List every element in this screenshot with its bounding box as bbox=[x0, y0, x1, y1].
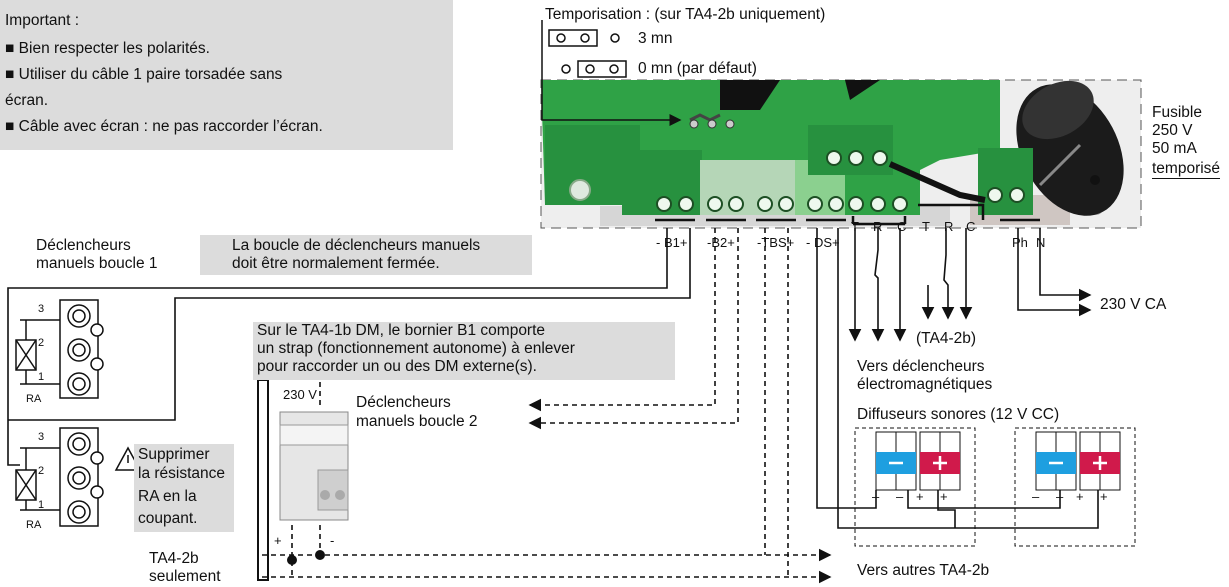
warn-loop-line1: La boucle de déclencheurs manuels bbox=[232, 237, 481, 254]
sounder1-minus-b: – bbox=[896, 489, 904, 504]
tempo-option-0mn: 0 mn (par défaut) bbox=[638, 60, 757, 77]
supprimer-1: Supprimer bbox=[138, 446, 210, 463]
loop2-label-1: Déclencheurs bbox=[356, 394, 451, 411]
din-module-icon bbox=[257, 379, 349, 581]
sounders bbox=[854, 427, 1136, 547]
sounder2-plus-a: + bbox=[1076, 489, 1084, 504]
warn-loop-note bbox=[200, 235, 532, 275]
strap-line1: Sur le TA4-1b DM, le bornier B1 comporte bbox=[257, 322, 546, 339]
module-minus: - bbox=[330, 533, 335, 548]
important-title: Important : bbox=[5, 12, 80, 29]
terminal-r1: R bbox=[873, 219, 883, 234]
terminal-n: N bbox=[1036, 235, 1046, 250]
strap-line2: un strap (fonctionnement autonome) à enl… bbox=[257, 340, 575, 357]
ta42b-only-1: TA4-2b bbox=[149, 550, 199, 567]
supprimer-2: la résistance bbox=[138, 465, 226, 482]
loop1-label-1: Déclencheurs bbox=[36, 237, 131, 254]
tempo-option-3mn: 3 mn bbox=[638, 30, 673, 47]
ta42b-only-2: seulement bbox=[149, 568, 221, 585]
sounder1-minus-a: – bbox=[872, 489, 880, 504]
sounder2-minus-b: – bbox=[1056, 489, 1064, 504]
seq-3a: 3 bbox=[38, 303, 45, 315]
warn-loop-line2: doit être normalement fermée. bbox=[232, 255, 440, 272]
vers-autres-label: Vers autres TA4-2b bbox=[857, 562, 990, 579]
wiring bbox=[7, 228, 1099, 529]
ra-label-2: RA bbox=[26, 519, 42, 531]
important-line2a: ■ Utiliser du câble 1 paire torsadée san… bbox=[5, 66, 283, 83]
important-note bbox=[0, 0, 453, 150]
sounder2-plus-b: + bbox=[1100, 489, 1108, 504]
seq-1b: 1 bbox=[38, 499, 45, 511]
ra-label-1: RA bbox=[26, 393, 42, 405]
terminal-ph: Ph bbox=[1012, 235, 1028, 250]
terminal-t1: T bbox=[851, 219, 859, 234]
tempo-title: Temporisation : (sur TA4-2b uniquement) bbox=[545, 6, 826, 23]
strap-note bbox=[253, 322, 675, 380]
fuse-label-1: Fusible bbox=[1152, 104, 1202, 121]
fuse-label-3: 50 mA bbox=[1152, 140, 1197, 157]
seq-2a: 2 bbox=[38, 337, 45, 349]
supprimer-3: RA en la bbox=[138, 488, 197, 505]
v230-label: 230 V bbox=[283, 387, 317, 402]
fuse-label-2: 250 V bbox=[1152, 122, 1193, 139]
sounder1-plus-b: + bbox=[940, 489, 948, 504]
terminal-ds: - DS+ bbox=[806, 235, 840, 250]
terminal-b2: -B2+ bbox=[707, 235, 735, 250]
strap-line3: pour raccorder un ou des DM externe(s). bbox=[257, 358, 537, 375]
loop2-label-2: manuels boucle 2 bbox=[356, 413, 478, 430]
loop-terminals bbox=[15, 299, 104, 527]
terminal-blocks bbox=[622, 113, 1040, 226]
terminal-c2: C bbox=[966, 219, 976, 234]
mains-label: 230 V CA bbox=[1100, 296, 1167, 313]
tempo-jumpers bbox=[541, 20, 682, 126]
important-line2b: écran. bbox=[5, 92, 49, 109]
sounder1-plus-a: + bbox=[916, 489, 924, 504]
terminal-t2: T bbox=[922, 219, 930, 234]
diffuseurs-label: Diffuseurs sonores (12 V CC) bbox=[857, 406, 1060, 423]
supprimer-note bbox=[134, 444, 234, 532]
sounder2-minus-a: – bbox=[1032, 489, 1040, 504]
vers-decl-1: Vers déclencheurs bbox=[857, 358, 985, 375]
dashed-wiring bbox=[262, 228, 832, 584]
terminal-b1: - B1+ bbox=[656, 235, 688, 250]
seq-2b: 2 bbox=[38, 465, 45, 477]
fuse-icon bbox=[1016, 80, 1124, 216]
loop1-label-2: manuels boucle 1 bbox=[36, 255, 158, 272]
important-line1: ■ Bien respecter les polarités. bbox=[5, 40, 210, 57]
ta42b-paren: (TA4-2b) bbox=[916, 330, 977, 347]
important-line3: ■ Câble avec écran : ne pas raccorder l’… bbox=[5, 118, 323, 135]
seq-1a: 1 bbox=[38, 371, 45, 383]
terminal-r2: R bbox=[944, 219, 954, 234]
supprimer-4: coupant. bbox=[138, 510, 198, 527]
terminal-c1: C bbox=[897, 219, 907, 234]
fuse-label-4: temporisé bbox=[1152, 160, 1221, 179]
terminal-tbs: -TBS+ bbox=[757, 235, 795, 250]
module-plus: + bbox=[274, 533, 282, 548]
seq-3b: 3 bbox=[38, 431, 45, 443]
vers-decl-2: électromagnétiques bbox=[857, 376, 993, 393]
